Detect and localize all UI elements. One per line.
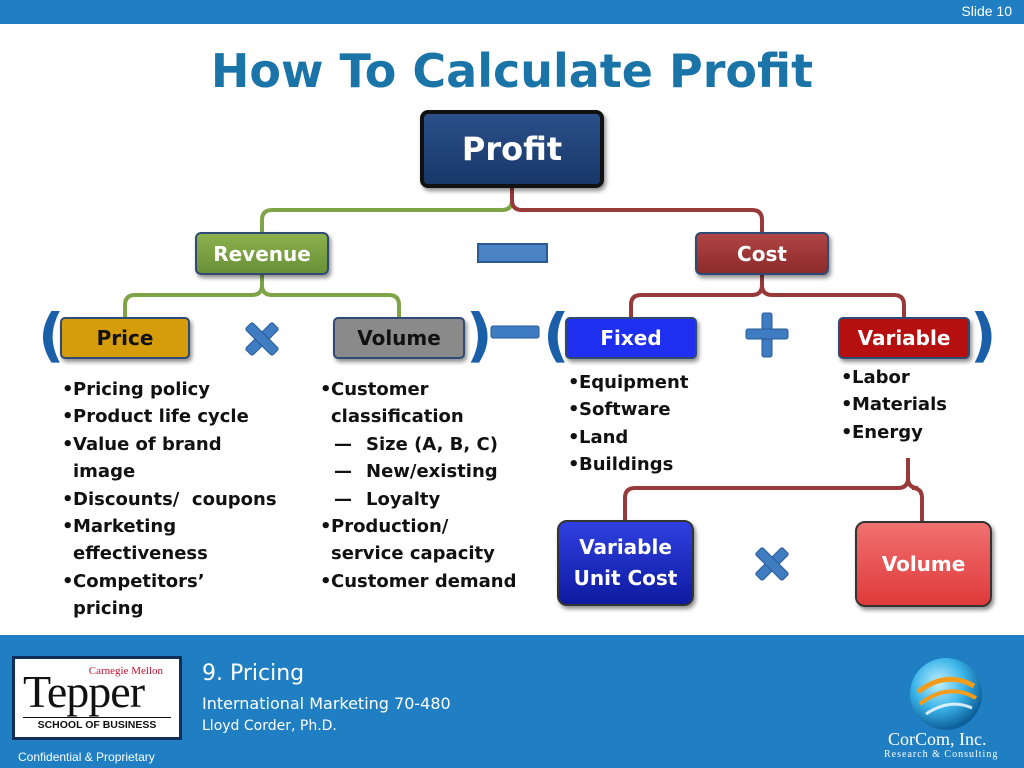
list-item: •Pricing policy — [62, 379, 211, 400]
minus-icon — [490, 325, 540, 339]
price-factors-list: •Pricing policy •Product life cycle •Val… — [62, 376, 277, 623]
confidential-label: Confidential & Proprietary — [18, 750, 155, 764]
list-item: •Production/ service capacity — [320, 516, 495, 565]
price-box: Price — [60, 317, 190, 359]
list-item: •Software — [568, 399, 671, 421]
list-item: •Product life cycle — [62, 406, 249, 428]
fixed-box: Fixed — [565, 317, 697, 359]
volume-factors-list: •Customer classification —Size (A, B, C)… — [320, 376, 525, 595]
list-item: •Equipment — [568, 372, 689, 393]
corcom-tagline: Research & Consulting — [884, 749, 999, 760]
plus-icon — [745, 312, 789, 358]
corcom-name: CorCom, Inc. — [888, 729, 987, 749]
open-paren-icon: ( — [38, 301, 65, 369]
slide-title: How To Calculate Profit — [210, 44, 814, 98]
slide-number: Slide 10 — [961, 3, 1012, 19]
close-paren-icon: ) — [466, 301, 493, 369]
sub-list-item: —Loyalty — [334, 488, 441, 510]
list-item: •Buildings — [568, 454, 674, 476]
revenue-box: Revenue — [195, 232, 329, 275]
footer-course: International Marketing 70-480 — [202, 694, 451, 713]
revenue-children-connector — [123, 275, 264, 317]
variable-costs-list: •Labor •Materials •Energy — [841, 364, 971, 446]
profit-box: Profit — [420, 110, 604, 188]
cost-box: Cost — [695, 232, 829, 275]
list-item: •Value of brand image — [62, 433, 222, 483]
footer-author: Lloyd Corder, Ph.D. — [202, 718, 337, 734]
fixed-costs-list: •Equipment •Software •Land •Buildings — [568, 369, 708, 479]
profit-revenue-connector — [260, 188, 514, 232]
profit-cost-connector — [510, 188, 764, 232]
multiply-icon — [755, 547, 789, 581]
volume-box: Volume — [333, 317, 465, 359]
list-item: •Labor — [841, 367, 910, 388]
list-item: •Customer classification — [320, 379, 464, 428]
open-paren-icon: ( — [543, 301, 570, 369]
close-paren-icon: ) — [970, 301, 997, 369]
multiply-icon — [245, 322, 279, 356]
tepper-logo: Carnegie Mellon Tepper SCHOOL OF BUSINES… — [12, 656, 182, 740]
variable-box: Variable — [838, 317, 970, 359]
variable-volume-box: Volume — [855, 521, 992, 607]
list-item: •Marketing effectiveness — [62, 516, 208, 565]
minus-icon — [477, 243, 548, 263]
sub-list-item: —Size (A, B, C) — [334, 433, 498, 455]
list-item: •Materials — [841, 394, 947, 416]
cost-children-connector — [629, 275, 764, 317]
sub-list-item: —New/existing — [334, 461, 498, 483]
list-item: •Competitors’ pricing — [62, 570, 205, 620]
list-item: •Discounts/ coupons — [62, 488, 277, 510]
top-bar: Slide 10 — [0, 0, 1024, 24]
corcom-globe-icon — [910, 658, 982, 730]
list-item: •Customer demand — [320, 570, 517, 592]
list-item: •Land — [568, 426, 629, 448]
list-item: •Energy — [841, 421, 923, 443]
footer-section-title: 9. Pricing — [202, 661, 305, 686]
